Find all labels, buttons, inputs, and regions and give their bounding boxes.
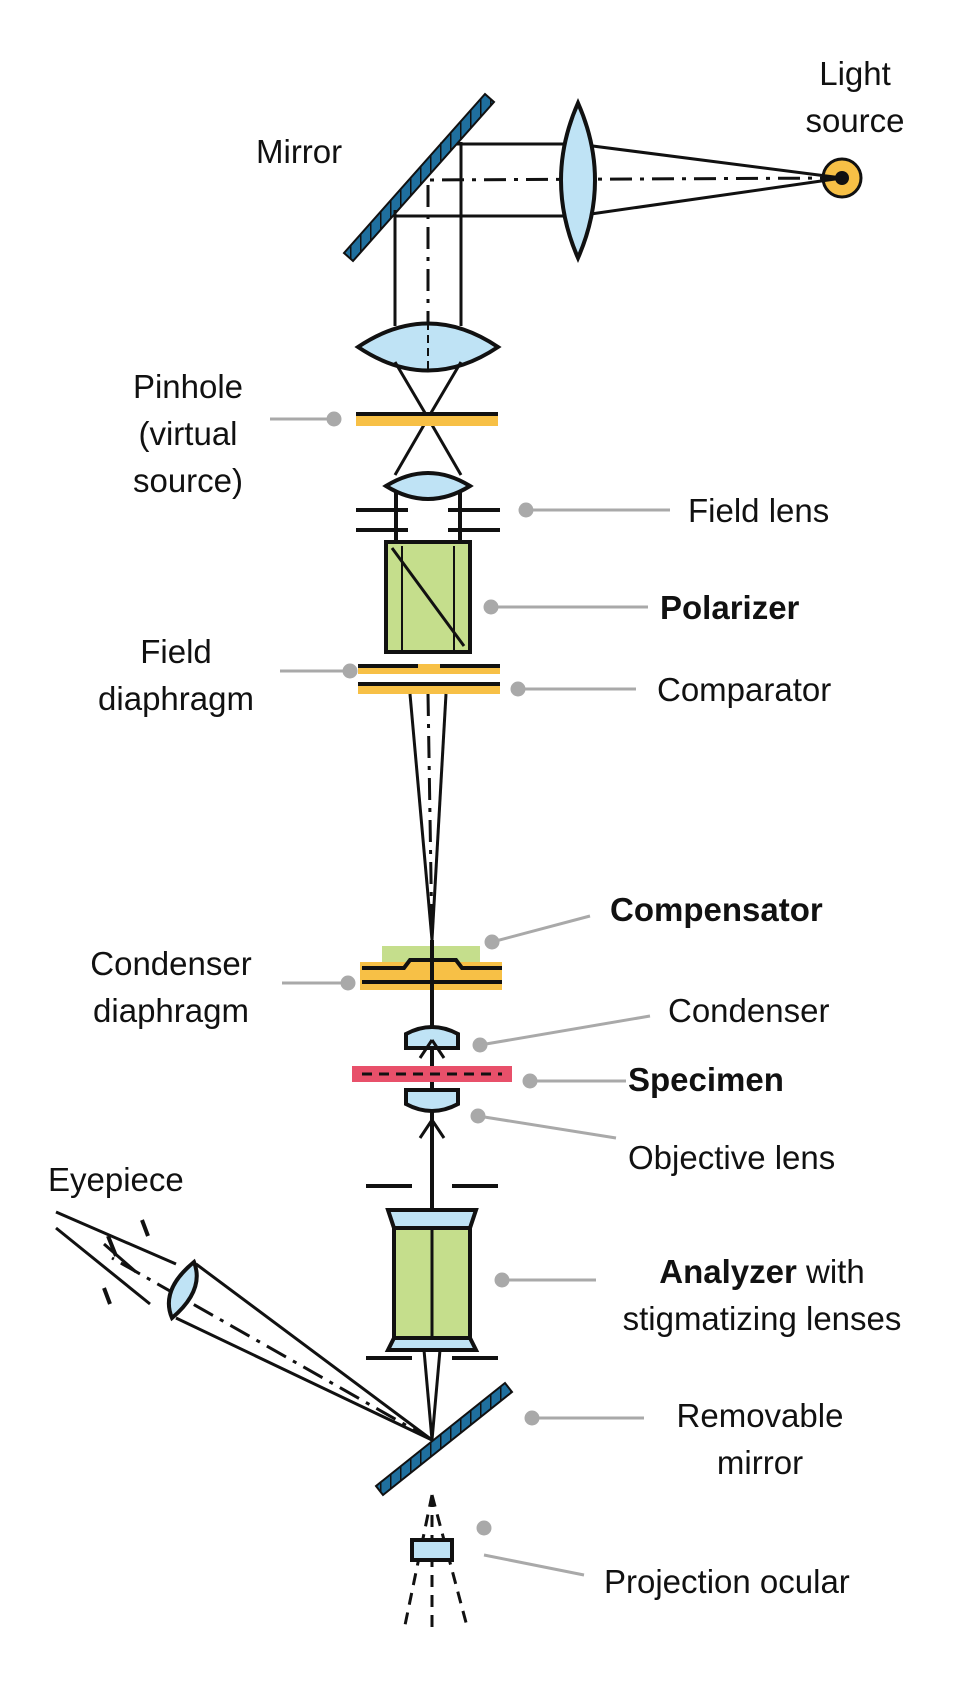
field-diaphragm-label: Field diaphragm [98, 633, 254, 717]
light-source-label: Light source [805, 55, 905, 139]
specimen-label: Specimen [628, 1061, 784, 1098]
objective-lens-label: Objective lens [628, 1139, 836, 1176]
comparator-plate [358, 682, 500, 694]
objective-lens [404, 1088, 460, 1113]
removable-mirror-label: Removable mirror [676, 1397, 844, 1481]
condenser-diaphragm-label: Condenser diaphragm [90, 945, 252, 1029]
field-lens-label: Field lens [688, 492, 830, 529]
pinhole-label: Pinhole (virtual source) [132, 368, 244, 499]
specimen-slide [352, 1066, 512, 1082]
field-diaphragm [358, 664, 500, 674]
condenser-label: Condenser [668, 992, 830, 1029]
eyepiece-stop [102, 1219, 150, 1305]
polarizer-prism [384, 540, 472, 654]
removable-mirror [374, 1381, 514, 1497]
polarizer-label: Polarizer [660, 589, 800, 626]
comparator-label: Comparator [657, 671, 832, 708]
eyepiece-lens [166, 1258, 199, 1322]
analyzer-label: Analyzer with stigmatizing lenses [622, 1253, 902, 1337]
illumination-rays-top [395, 142, 843, 218]
collector-lens [559, 98, 597, 264]
pinhole-plate [356, 412, 498, 426]
field-lens-mount [356, 490, 500, 545]
analyzer-prism [384, 1208, 480, 1352]
leader-lines [270, 411, 670, 1577]
eyepiece-label: Eyepiece [48, 1161, 184, 1198]
relay-lens [354, 321, 502, 373]
projection-ocular-label: Projection ocular [604, 1563, 850, 1600]
mirror-label: Mirror [256, 133, 343, 170]
field-lens [382, 471, 474, 501]
projection-ocular-lens [410, 1538, 454, 1562]
compensator-label: Compensator [610, 891, 823, 928]
condenser-lens [404, 1025, 460, 1050]
mirror [342, 92, 496, 263]
